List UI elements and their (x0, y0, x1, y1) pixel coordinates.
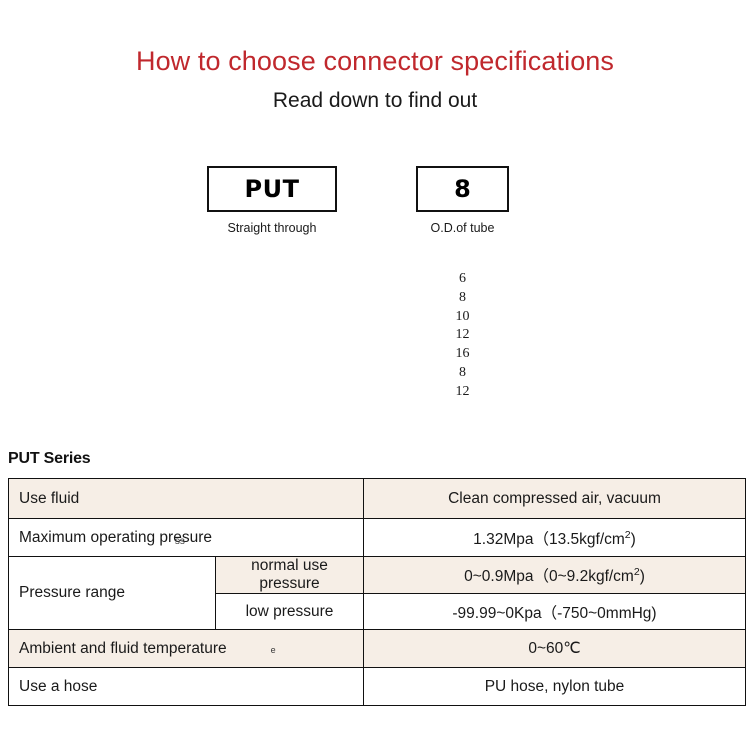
table-row: Use fluid Clean compressed air, vacuum (8, 478, 746, 519)
value-tail: ) (630, 530, 636, 548)
tube-od-option-list: 6 8 10 12 16 8 12 (416, 270, 509, 402)
connector-code-box[interactable]: PUT (207, 166, 337, 212)
table-row: Ambient and fluid temperature e 0~60℃ (8, 629, 746, 668)
specification-table: Use fluid Clean compressed air, vacuum M… (8, 478, 746, 706)
spec-value-low-pressure: -99.99~0Kpa（-750~0mmHg) (363, 593, 746, 630)
tube-od-box[interactable]: 8 (416, 166, 509, 212)
spec-value-use-a-hose: PU hose, nylon tube (363, 667, 746, 706)
page-subtitle: Read down to find out (272, 89, 478, 112)
series-heading: PUT Series (8, 450, 91, 467)
value-main: 1.32Mpa（13.5kgf/cm (473, 530, 625, 548)
table-row: Maximum operating presssure 1.32Mpa（13.5… (8, 518, 746, 557)
list-item[interactable]: 10 (455, 308, 470, 324)
page-title: How to choose connector specifications (135, 46, 615, 76)
list-item[interactable]: 12 (455, 383, 470, 399)
spec-value-ambient-fluid-temperature: 0~60℃ (363, 629, 746, 668)
spec-label-text: Maximum operating pre (19, 528, 182, 546)
spec-value-use-fluid: Clean compressed air, vacuum (363, 478, 746, 519)
connector-code-caption: Straight through (227, 221, 317, 235)
spec-value-max-operating-pressure: 1.32Mpa（13.5kgf/cm2) (363, 518, 746, 557)
spec-label-use-fluid: Use fluid (8, 478, 364, 519)
list-item[interactable]: 8 (459, 364, 466, 380)
spec-label-max-operating-pressure: Maximum operating presssure (8, 518, 364, 557)
render-artifact-e: e (270, 644, 276, 655)
tube-od-caption: O.D.of tube (430, 221, 495, 235)
spec-value-normal-use-pressure: 0~0.9Mpa（0~9.2kgf/cm2) (363, 556, 746, 594)
spec-sublabel-low-pressure: low pressure (215, 593, 364, 630)
list-item[interactable]: 16 (455, 346, 470, 362)
spec-label-ambient-fluid-temperature: Ambient and fluid temperature e (8, 629, 364, 668)
spec-label-text-tail: sure (181, 528, 212, 546)
value-superscript: 2 (633, 565, 640, 578)
value-superscript: 2 (624, 528, 631, 541)
spec-label-text: Ambient and fluid temperature (19, 639, 227, 657)
value-tail: ) (639, 568, 645, 585)
spec-sublabel-normal-use-pressure: normal use pressure (215, 556, 364, 594)
list-item[interactable]: 8 (459, 289, 466, 305)
list-item[interactable]: 12 (455, 327, 470, 343)
list-item[interactable]: 6 (459, 271, 466, 286)
table-row: Use a hose PU hose, nylon tube (8, 667, 746, 706)
value-main: 0~0.9Mpa（0~9.2kgf/cm (464, 568, 634, 585)
spec-label-pressure-range: Pressure range (8, 556, 216, 630)
spec-label-use-a-hose: Use a hose (8, 667, 364, 706)
table-row: Pressure range normal use pressure 0~0.9… (8, 556, 746, 630)
